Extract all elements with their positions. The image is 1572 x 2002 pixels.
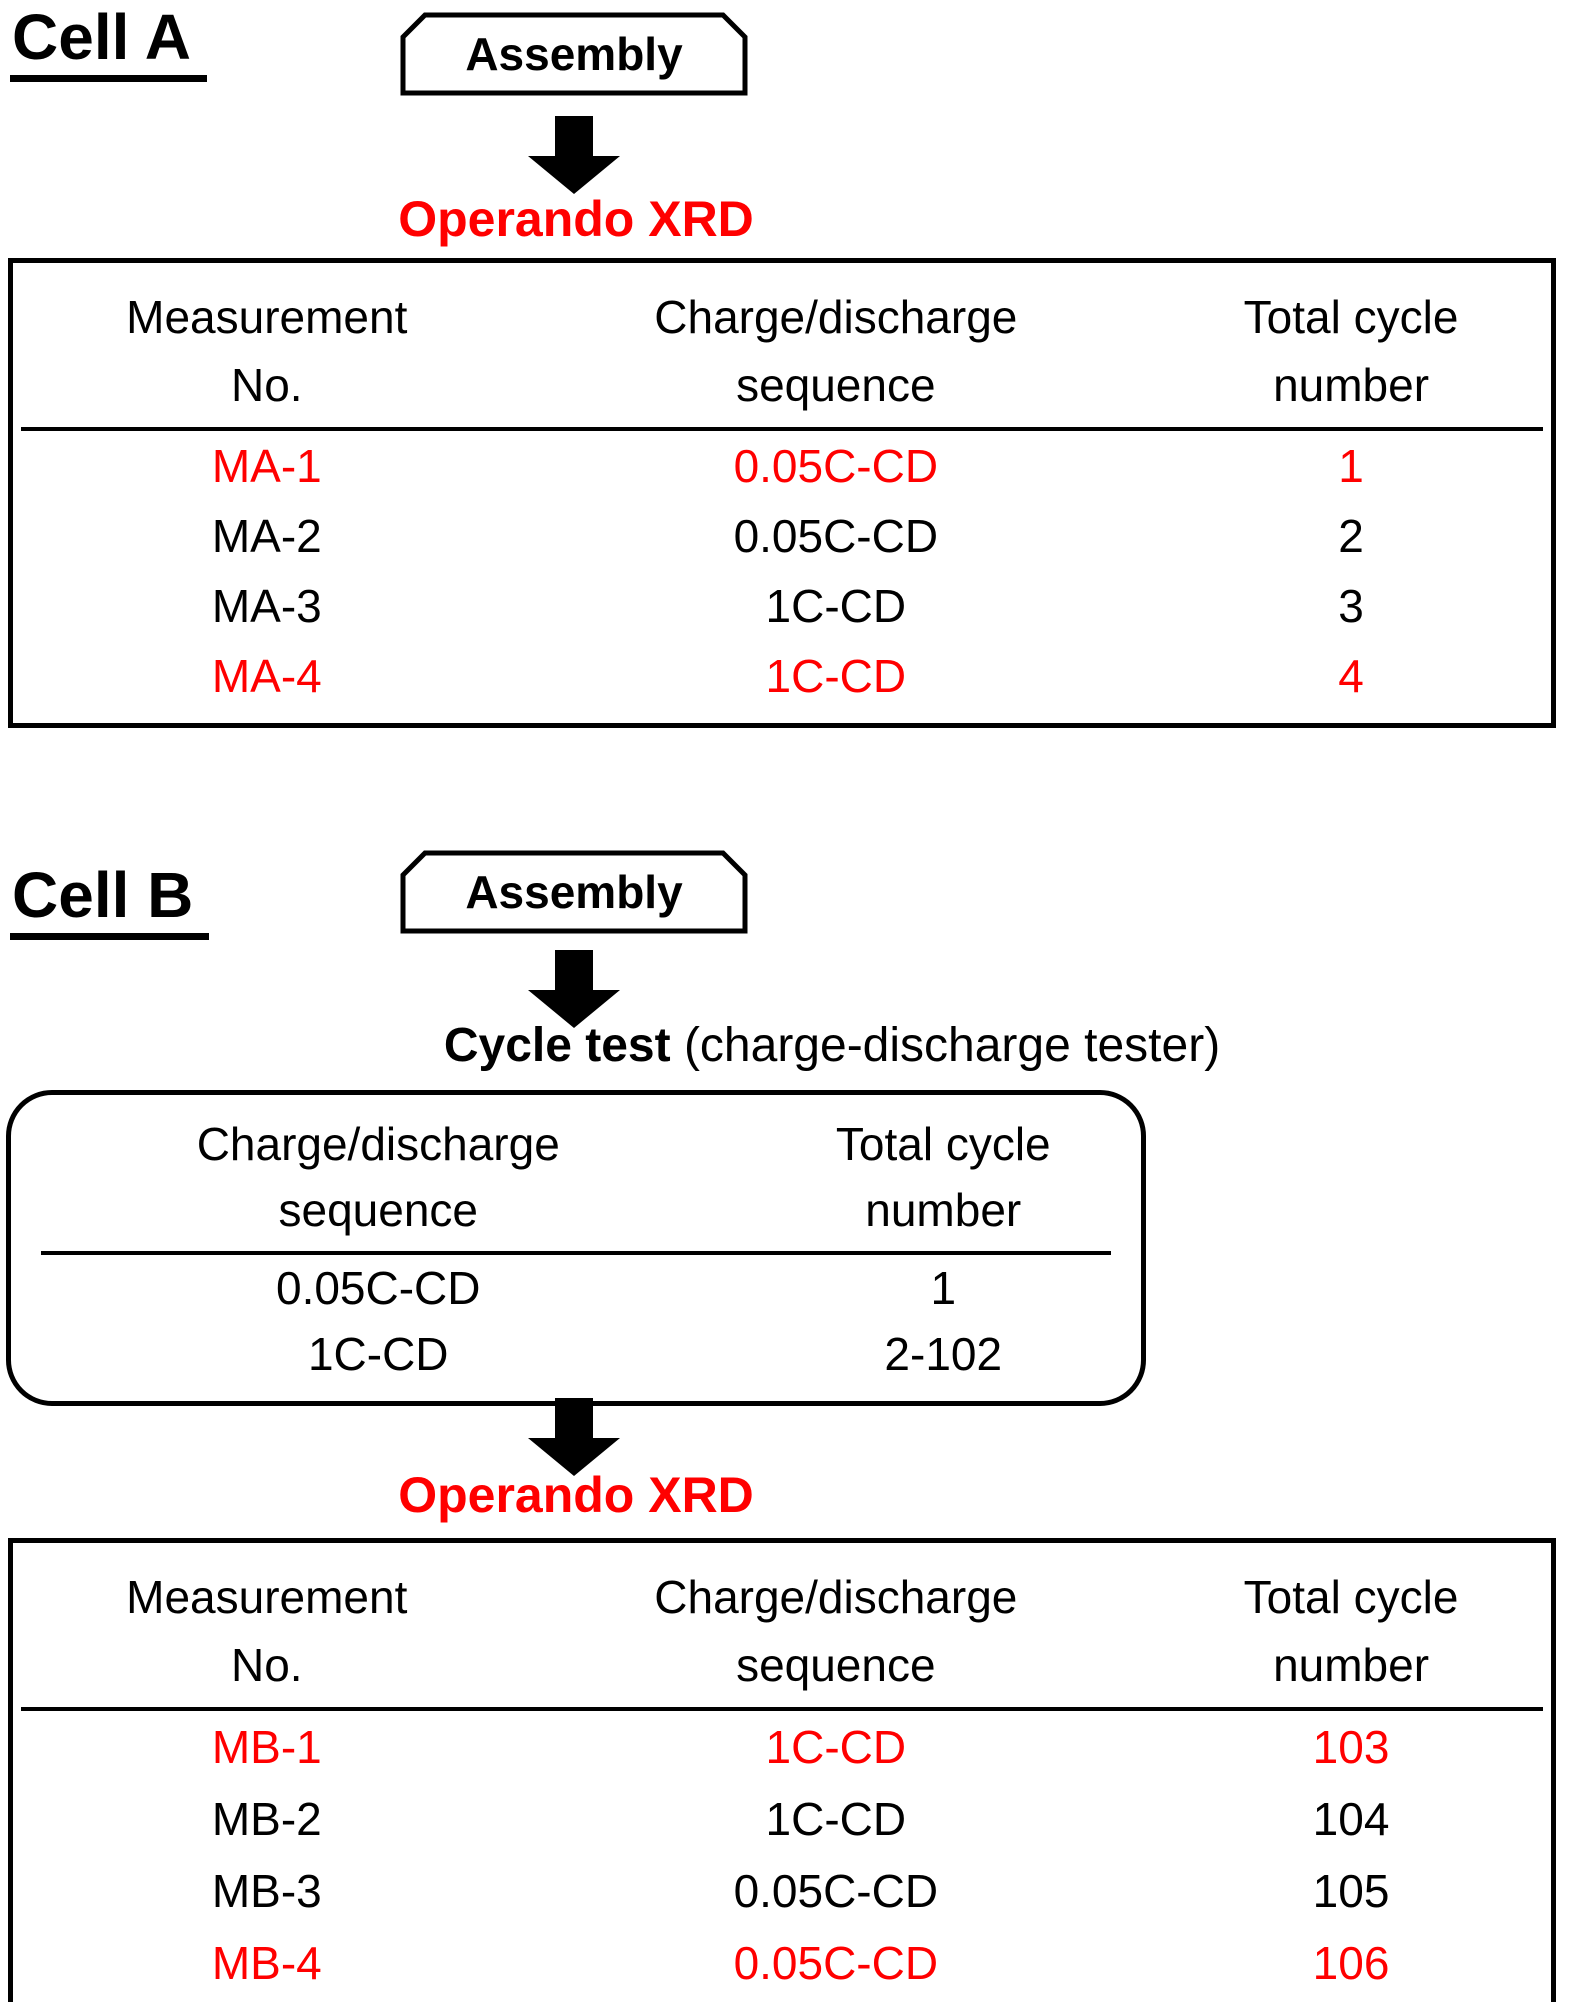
cycle-number-header: number (1273, 359, 1430, 411)
table-row: MB-1 1C-CD 103 (13, 1711, 1551, 1783)
plaque-shape (400, 12, 748, 96)
cell-a-heading: Cell A (10, 3, 207, 83)
cell-b-heading: Cell B (10, 861, 210, 941)
sequence-header: sequence (736, 359, 936, 411)
down-arrow-icon (528, 1398, 620, 1476)
cycle-number-cell: 3 (1338, 580, 1364, 632)
measurement-no-cell: MA-2 (211, 510, 322, 562)
sequence-header: Charge/discharge (654, 291, 1018, 343)
cycle-test-bold-text: Cycle test (443, 1019, 671, 1072)
header-separator (21, 427, 1543, 431)
sequence-cell: 0.05C-CD (733, 510, 939, 562)
down-arrow-icon (528, 116, 620, 194)
table-row: MB-2 1C-CD 104 (13, 1783, 1551, 1855)
table-header-line-2: No. sequence number (13, 1631, 1551, 1699)
table-header-line-1: Charge/discharge Total cycle (11, 1111, 1141, 1177)
sequence-cell: 0.05C-CD (733, 440, 939, 492)
plaque-shape (400, 850, 748, 934)
cycle-test-table: Charge/discharge Total cycle sequence nu… (6, 1090, 1146, 1406)
cycle-number-header: number (1273, 1639, 1430, 1691)
sequence-header: sequence (736, 1639, 936, 1691)
cell-a-xrd-table: Measurement Charge/discharge Total cycle… (8, 258, 1556, 728)
table-header-line-1: Measurement Charge/discharge Total cycle (13, 1563, 1551, 1631)
sequence-cell: 1C-CD (765, 580, 907, 632)
cycle-number-cell: 2 (1338, 510, 1364, 562)
sequence-cell: 1C-CD (765, 650, 907, 702)
table-row: 0.05C-CD 1 (11, 1255, 1141, 1321)
assembly-node-cell-b: Assembly (400, 850, 748, 934)
cycle-number-cell: 2-102 (884, 1328, 1003, 1380)
table-bottom-padding (13, 711, 1551, 723)
measurement-no-cell: MA-4 (211, 650, 322, 702)
cycle-test-label: Cycle test (charge-discharge tester) (444, 1018, 1220, 1073)
measurement-no-cell: MB-1 (211, 1721, 322, 1773)
measurement-no-cell: MB-3 (211, 1865, 322, 1917)
cycle-number-cell: 106 (1312, 1937, 1390, 1989)
cycle-number-cell: 105 (1312, 1865, 1390, 1917)
cycle-number-cell: 4 (1338, 650, 1364, 702)
table-header-line-2: sequence number (11, 1177, 1141, 1243)
sequence-cell: 1C-CD (765, 1793, 907, 1845)
measurement-no-cell: MB-4 (211, 1937, 322, 1989)
header-separator (21, 1707, 1543, 1711)
sequence-cell: 0.05C-CD (275, 1262, 481, 1314)
sequence-header: Charge/discharge (196, 1118, 560, 1170)
table-row: 1C-CD 2-102 (11, 1321, 1141, 1387)
cycle-number-header: number (865, 1184, 1022, 1236)
sequence-header: Charge/discharge (654, 1571, 1018, 1623)
measurement-header: No. (230, 1639, 303, 1691)
cycle-number-header: Total cycle (1243, 1571, 1459, 1623)
assembly-label: Assembly (465, 866, 683, 918)
sequence-cell: 0.05C-CD (733, 1937, 939, 1989)
table-row: MA-4 1C-CD 4 (13, 641, 1551, 711)
assembly-label: Assembly (465, 28, 683, 80)
measurement-header: No. (230, 359, 303, 411)
measurement-header: Measurement (126, 1571, 408, 1623)
assembly-node-cell-a: Assembly (400, 12, 748, 96)
table-row: MA-1 0.05C-CD 1 (13, 431, 1551, 501)
measurement-no-cell: MB-2 (211, 1793, 322, 1845)
cycle-number-cell: 104 (1312, 1793, 1390, 1845)
header-separator (41, 1251, 1111, 1255)
cell-b-xrd-table: Measurement Charge/discharge Total cycle… (8, 1538, 1556, 2002)
cycle-number-cell: 1 (1338, 440, 1364, 492)
cycle-number-header: Total cycle (835, 1118, 1051, 1170)
table-header-line-2: No. sequence number (13, 351, 1551, 419)
measurement-no-cell: MA-3 (211, 580, 322, 632)
cycle-number-cell: 1 (930, 1262, 957, 1314)
table-row: MB-3 0.05C-CD 105 (13, 1855, 1551, 1927)
table-row: MA-2 0.05C-CD 2 (13, 501, 1551, 571)
sequence-cell: 0.05C-CD (733, 1865, 939, 1917)
table-header-line-1: Measurement Charge/discharge Total cycle (13, 283, 1551, 351)
operando-xrd-label-cell-b: Operando XRD (398, 1467, 754, 1523)
operando-xrd-label-cell-a: Operando XRD (398, 191, 754, 247)
measurement-header: Measurement (126, 291, 408, 343)
table-row: MA-3 1C-CD 3 (13, 571, 1551, 641)
table-row: MB-4 0.05C-CD 106 (13, 1927, 1551, 1999)
sequence-header: sequence (278, 1184, 479, 1236)
sequence-cell: 1C-CD (307, 1328, 449, 1380)
sequence-cell: 1C-CD (765, 1721, 907, 1773)
cycle-number-header: Total cycle (1243, 291, 1459, 343)
cycle-number-cell: 103 (1312, 1721, 1390, 1773)
measurement-no-cell: MA-1 (211, 440, 322, 492)
cycle-test-detail-text: (charge-discharge tester) (670, 1019, 1221, 1072)
down-arrow-icon (528, 950, 620, 1028)
